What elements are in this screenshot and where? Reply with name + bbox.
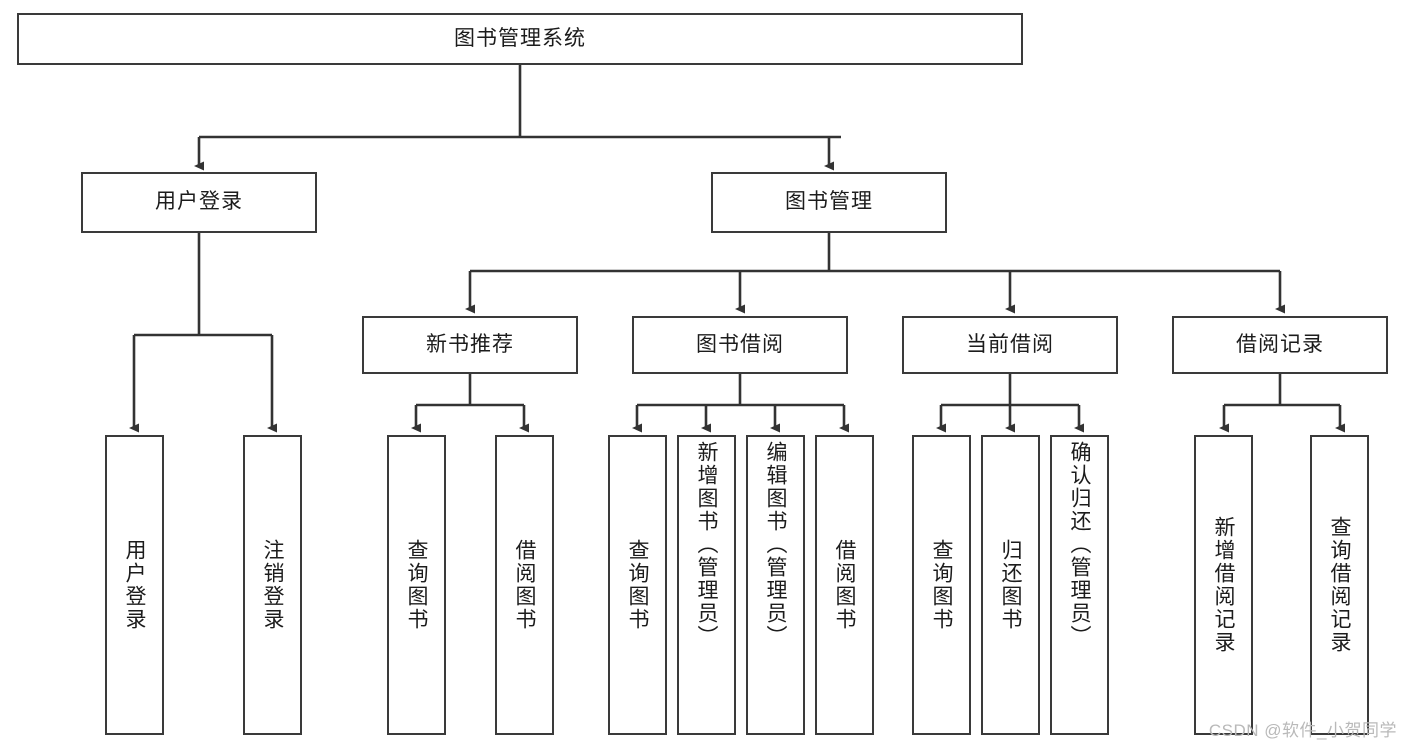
node-leaf-borrow-edit-book-admin[interactable]: 编辑图书（管理员） [746,435,805,735]
node-new-book-recommend-label: 新书推荐 [426,332,514,356]
node-book-management-label: 图书管理 [785,190,873,214]
node-root-book-management-system[interactable]: 图书管理系统 [17,13,1023,65]
node-leaf-record-add-record-label: 新增借阅记录 [1212,516,1235,654]
node-leaf-current-confirm-return-admin-label: 确认归还（管理员） [1068,441,1091,648]
node-leaf-current-return-book-label: 归还图书 [999,539,1022,631]
node-leaf-record-query-record[interactable]: 查询借阅记录 [1310,435,1369,735]
node-leaf-borrow-add-book-admin[interactable]: 新增图书（管理员） [677,435,736,735]
watermark-text: CSDN @软件_小贺同学 [1208,721,1397,740]
node-book-management[interactable]: 图书管理 [711,172,947,233]
node-leaf-borrow-add-book-admin-label: 新增图书（管理员） [695,441,718,648]
node-leaf-borrow-query-book-label: 查询图书 [626,539,649,631]
node-leaf-newbook-query-book[interactable]: 查询图书 [387,435,446,735]
node-book-borrow-label: 图书借阅 [696,332,784,356]
node-leaf-record-add-record[interactable]: 新增借阅记录 [1194,435,1253,735]
node-leaf-user-login-signout[interactable]: 注销登录 [243,435,302,735]
node-leaf-record-query-record-label: 查询借阅记录 [1328,516,1351,654]
node-leaf-current-return-book[interactable]: 归还图书 [981,435,1040,735]
node-new-book-recommend[interactable]: 新书推荐 [362,316,578,374]
node-leaf-borrow-query-book[interactable]: 查询图书 [608,435,667,735]
node-current-borrow[interactable]: 当前借阅 [902,316,1118,374]
node-leaf-borrow-borrow-book[interactable]: 借阅图书 [815,435,874,735]
node-leaf-borrow-edit-book-admin-label: 编辑图书（管理员） [764,441,787,648]
node-leaf-newbook-borrow-book[interactable]: 借阅图书 [495,435,554,735]
node-root-label: 图书管理系统 [454,26,586,50]
node-leaf-user-login-signin-label: 用户登录 [123,539,146,631]
node-user-login-label: 用户登录 [155,190,243,214]
node-leaf-newbook-borrow-book-label: 借阅图书 [513,539,536,631]
node-leaf-current-query-book[interactable]: 查询图书 [912,435,971,735]
node-borrow-record[interactable]: 借阅记录 [1172,316,1388,374]
node-leaf-borrow-borrow-book-label: 借阅图书 [833,539,856,631]
node-leaf-current-query-book-label: 查询图书 [930,539,953,631]
node-borrow-record-label: 借阅记录 [1236,332,1324,356]
node-leaf-current-confirm-return-admin[interactable]: 确认归还（管理员） [1050,435,1109,735]
node-leaf-user-login-signout-label: 注销登录 [261,539,284,631]
node-book-borrow[interactable]: 图书借阅 [632,316,848,374]
node-current-borrow-label: 当前借阅 [966,332,1054,356]
node-leaf-newbook-query-book-label: 查询图书 [405,539,428,631]
node-leaf-user-login-signin[interactable]: 用户登录 [105,435,164,735]
node-user-login[interactable]: 用户登录 [81,172,317,233]
